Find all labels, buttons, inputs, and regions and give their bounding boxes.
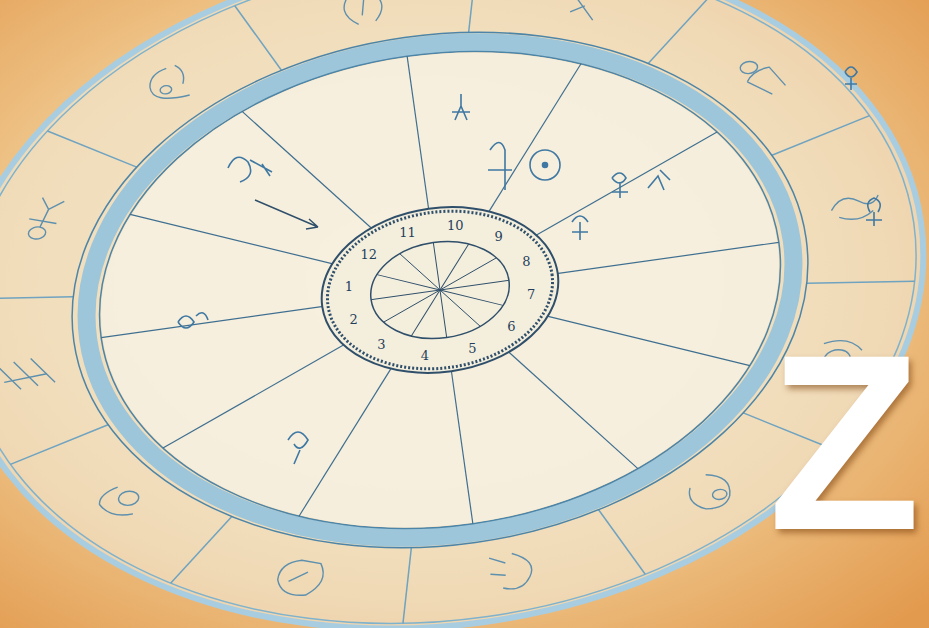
inner-field	[70, 10, 810, 570]
title-letter: Z	[768, 318, 921, 568]
house-number: 7	[527, 287, 535, 300]
house-number: 3	[377, 337, 385, 350]
house-number: 9	[495, 230, 503, 243]
house-number: 11	[399, 226, 416, 239]
house-number: 1	[345, 280, 353, 293]
blue-ring	[54, 0, 826, 582]
house-number: 4	[421, 348, 429, 361]
house-number: 5	[468, 341, 476, 354]
house-number: 12	[360, 248, 377, 261]
hub	[311, 192, 569, 387]
hub-spokes	[364, 233, 515, 347]
house-number: 8	[522, 255, 530, 268]
house-spokes	[68, 9, 811, 572]
house-number: 10	[447, 219, 464, 232]
aspect-lines	[255, 200, 318, 229]
house-number: 6	[507, 319, 515, 332]
house-number: 2	[349, 312, 357, 325]
